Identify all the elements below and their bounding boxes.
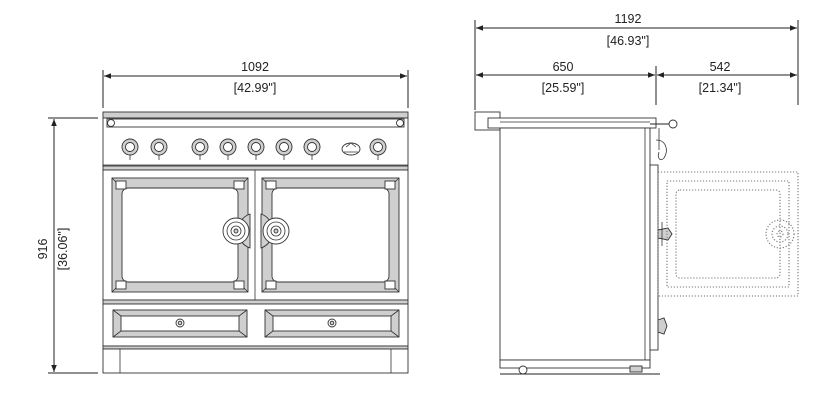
control-knobs [121, 138, 387, 160]
left-door-handle-icon [222, 213, 251, 249]
left-drawer [112, 309, 248, 338]
open-door-dotted-outline [657, 171, 799, 297]
knob-icon [247, 138, 265, 160]
front-height-mm: 916 [36, 239, 50, 260]
knob-icon [219, 138, 237, 160]
knob-icon [369, 138, 387, 160]
door-open-inches: [21.34"] [699, 81, 742, 95]
side-view-range [474, 111, 678, 375]
left-oven-door [111, 177, 249, 293]
side-depth-mm: 650 [553, 60, 574, 74]
knob-icon [121, 138, 139, 160]
front-width-inches: [42.99"] [234, 81, 277, 95]
door-open-dimension: 542 [21.34"] [657, 60, 797, 95]
front-width-mm: 1092 [241, 60, 269, 74]
logo-badge-icon [341, 142, 361, 156]
knob-icon [303, 138, 321, 160]
front-height-dimension: 916 [36.06"] [36, 117, 98, 374]
side-total-inches: [46.93"] [607, 34, 650, 48]
right-door-handle-icon [260, 213, 290, 249]
side-depth-dimension: 650 [25.59"] [476, 60, 657, 105]
knob-icon [275, 138, 293, 160]
knob-icon [150, 138, 168, 160]
front-view-range [102, 111, 409, 374]
door-open-mm: 542 [710, 60, 731, 74]
side-depth-inches: [25.59"] [542, 81, 585, 95]
side-total-mm: 1192 [615, 12, 642, 26]
knob-icon [191, 138, 209, 160]
front-height-inches: [36.06"] [56, 228, 70, 271]
front-width-dimension: 1092 [42.99"] [102, 60, 409, 108]
side-total-dimension: 1192 [46.93"] [474, 12, 799, 110]
right-drawer [264, 309, 400, 338]
